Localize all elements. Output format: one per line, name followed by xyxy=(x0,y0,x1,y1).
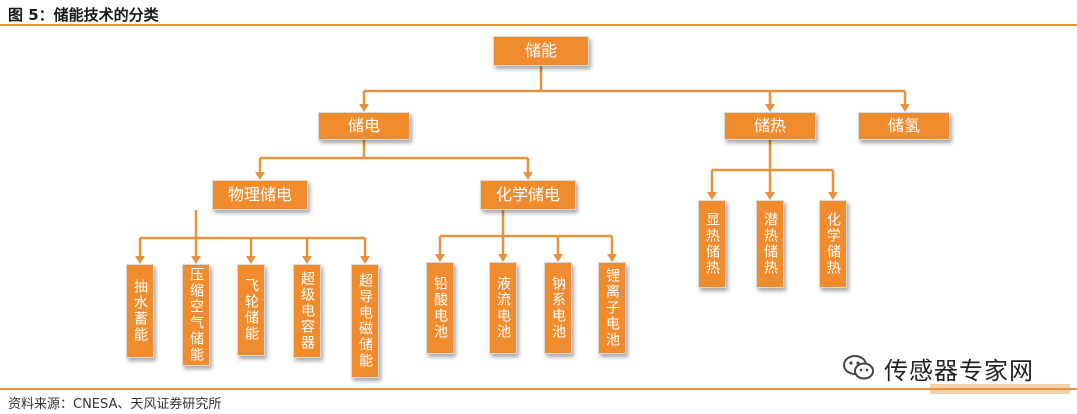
figure-title: 图 5：储能技术的分类 xyxy=(8,6,159,24)
leaf-label: 超导电磁储能 xyxy=(357,273,373,369)
leaf-supercapacitor: 超级电容器 xyxy=(293,264,321,358)
node-hydrogen-storage: 储氢 xyxy=(858,112,950,140)
leaf-chemical-heat: 化学储热 xyxy=(819,200,847,288)
leaf-lithium-ion-battery: 锂离子电池 xyxy=(598,262,626,354)
leaf-sensible-heat: 显热储热 xyxy=(698,200,726,288)
leaf-flow-battery: 液流电池 xyxy=(489,262,517,354)
leaf-pumped-hydro: 抽水蓄能 xyxy=(126,264,154,358)
leaf-label: 抽水蓄能 xyxy=(132,279,148,343)
node-label: 物理储电 xyxy=(227,185,292,204)
node-heat-storage: 储热 xyxy=(724,112,816,140)
leaf-superconducting-magnetic: 超导电磁储能 xyxy=(351,264,379,378)
leaf-label: 超级电容器 xyxy=(299,271,315,351)
bottom-rule xyxy=(0,388,1077,390)
leaf-label: 化学储热 xyxy=(825,212,841,276)
leaf-sodium-battery: 钠系电池 xyxy=(544,262,572,354)
node-label: 储热 xyxy=(753,116,786,135)
leaf-latent-heat: 潜热储热 xyxy=(756,200,784,288)
leaf-compressed-air: 压缩空气储能 xyxy=(182,264,210,366)
top-rule xyxy=(0,24,1077,26)
node-label: 储能 xyxy=(524,41,557,60)
leaf-label: 显热储热 xyxy=(704,212,720,276)
watermark-text: 传感器专家网 xyxy=(884,356,1034,385)
node-label: 储氢 xyxy=(887,116,920,135)
leaf-label: 压缩空气储能 xyxy=(188,267,204,363)
leaf-label: 飞轮储能 xyxy=(243,278,259,342)
node-label: 储电 xyxy=(347,116,380,135)
node-physical-power-storage: 物理储电 xyxy=(212,180,308,210)
leaf-label: 钠系电池 xyxy=(550,276,566,340)
wechat-icon xyxy=(843,355,874,380)
leaf-label: 锂离子电池 xyxy=(604,268,620,348)
node-label: 化学储电 xyxy=(495,185,560,204)
node-root-energy-storage: 储能 xyxy=(493,36,589,66)
watermark: 传感器专家网 xyxy=(842,352,1034,385)
leaf-lead-acid-battery: 铅酸电池 xyxy=(426,262,454,354)
leaf-label: 液流电池 xyxy=(495,276,511,340)
node-chemical-power-storage: 化学储电 xyxy=(480,180,576,210)
leaf-flywheel: 飞轮储能 xyxy=(237,264,265,356)
leaf-label: 潜热储热 xyxy=(762,212,778,276)
node-power-storage: 储电 xyxy=(318,112,410,140)
leaf-label: 铅酸电池 xyxy=(432,276,448,340)
figure-source: 资料来源：CNESA、天风证券研究所 xyxy=(8,397,222,412)
